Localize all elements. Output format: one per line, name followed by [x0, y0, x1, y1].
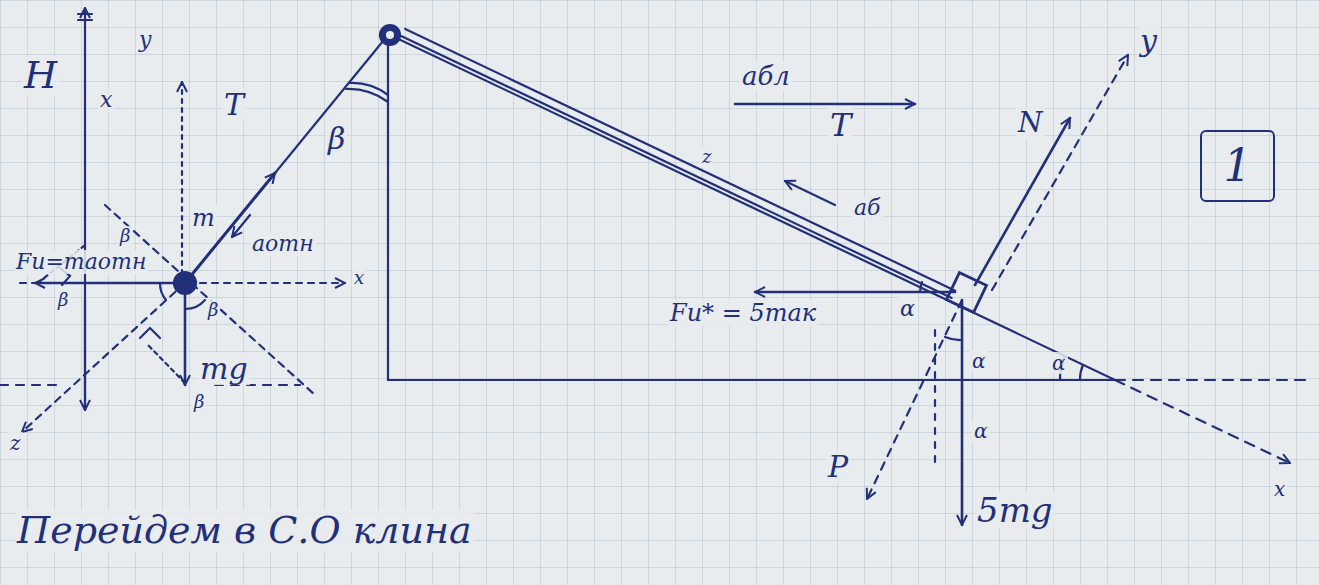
annotation-label: aотн [250, 232, 316, 256]
annotation-label: H [22, 55, 59, 97]
annotation-label: Fи=maотн [14, 250, 148, 274]
annotation-label: aб [852, 196, 883, 220]
annotation-label: β [326, 122, 347, 155]
annotation-label: β [192, 392, 206, 412]
box-number: 1 [1224, 142, 1252, 190]
annotation-label: y [137, 28, 153, 52]
annotation-label: T [828, 108, 853, 143]
annotation-label: aбл [740, 62, 792, 91]
annotation-label: α [1050, 352, 1068, 374]
annotation-label: y [1138, 24, 1159, 57]
annotation-label: α [970, 350, 988, 372]
annotation-label: β [118, 226, 132, 246]
annotation-label: z [700, 147, 713, 167]
annotation-label: x [352, 268, 366, 288]
annotation-label: z [8, 432, 23, 454]
annotation-label: β [56, 290, 70, 310]
annotation-label: N [1016, 108, 1045, 139]
annotation-label: m [190, 205, 217, 231]
annotation-label: α [972, 420, 990, 442]
annotation-label: β [206, 300, 220, 320]
annotation-label: x [1272, 478, 1287, 500]
annotation-label: 5mg [975, 492, 1055, 529]
annotation-label: mg [198, 352, 250, 385]
annotation-label: x [98, 88, 114, 112]
annotation-label: T [222, 88, 246, 121]
numbered-box: 1 [1200, 130, 1275, 202]
annotation-label: P [826, 450, 850, 483]
drawing-ink [0, 8, 1310, 525]
annotation-label: α [898, 297, 917, 321]
annotation-label: Перейдем в С.О клина [15, 510, 474, 552]
annotation-label: Fи* = 5maк [668, 300, 818, 326]
